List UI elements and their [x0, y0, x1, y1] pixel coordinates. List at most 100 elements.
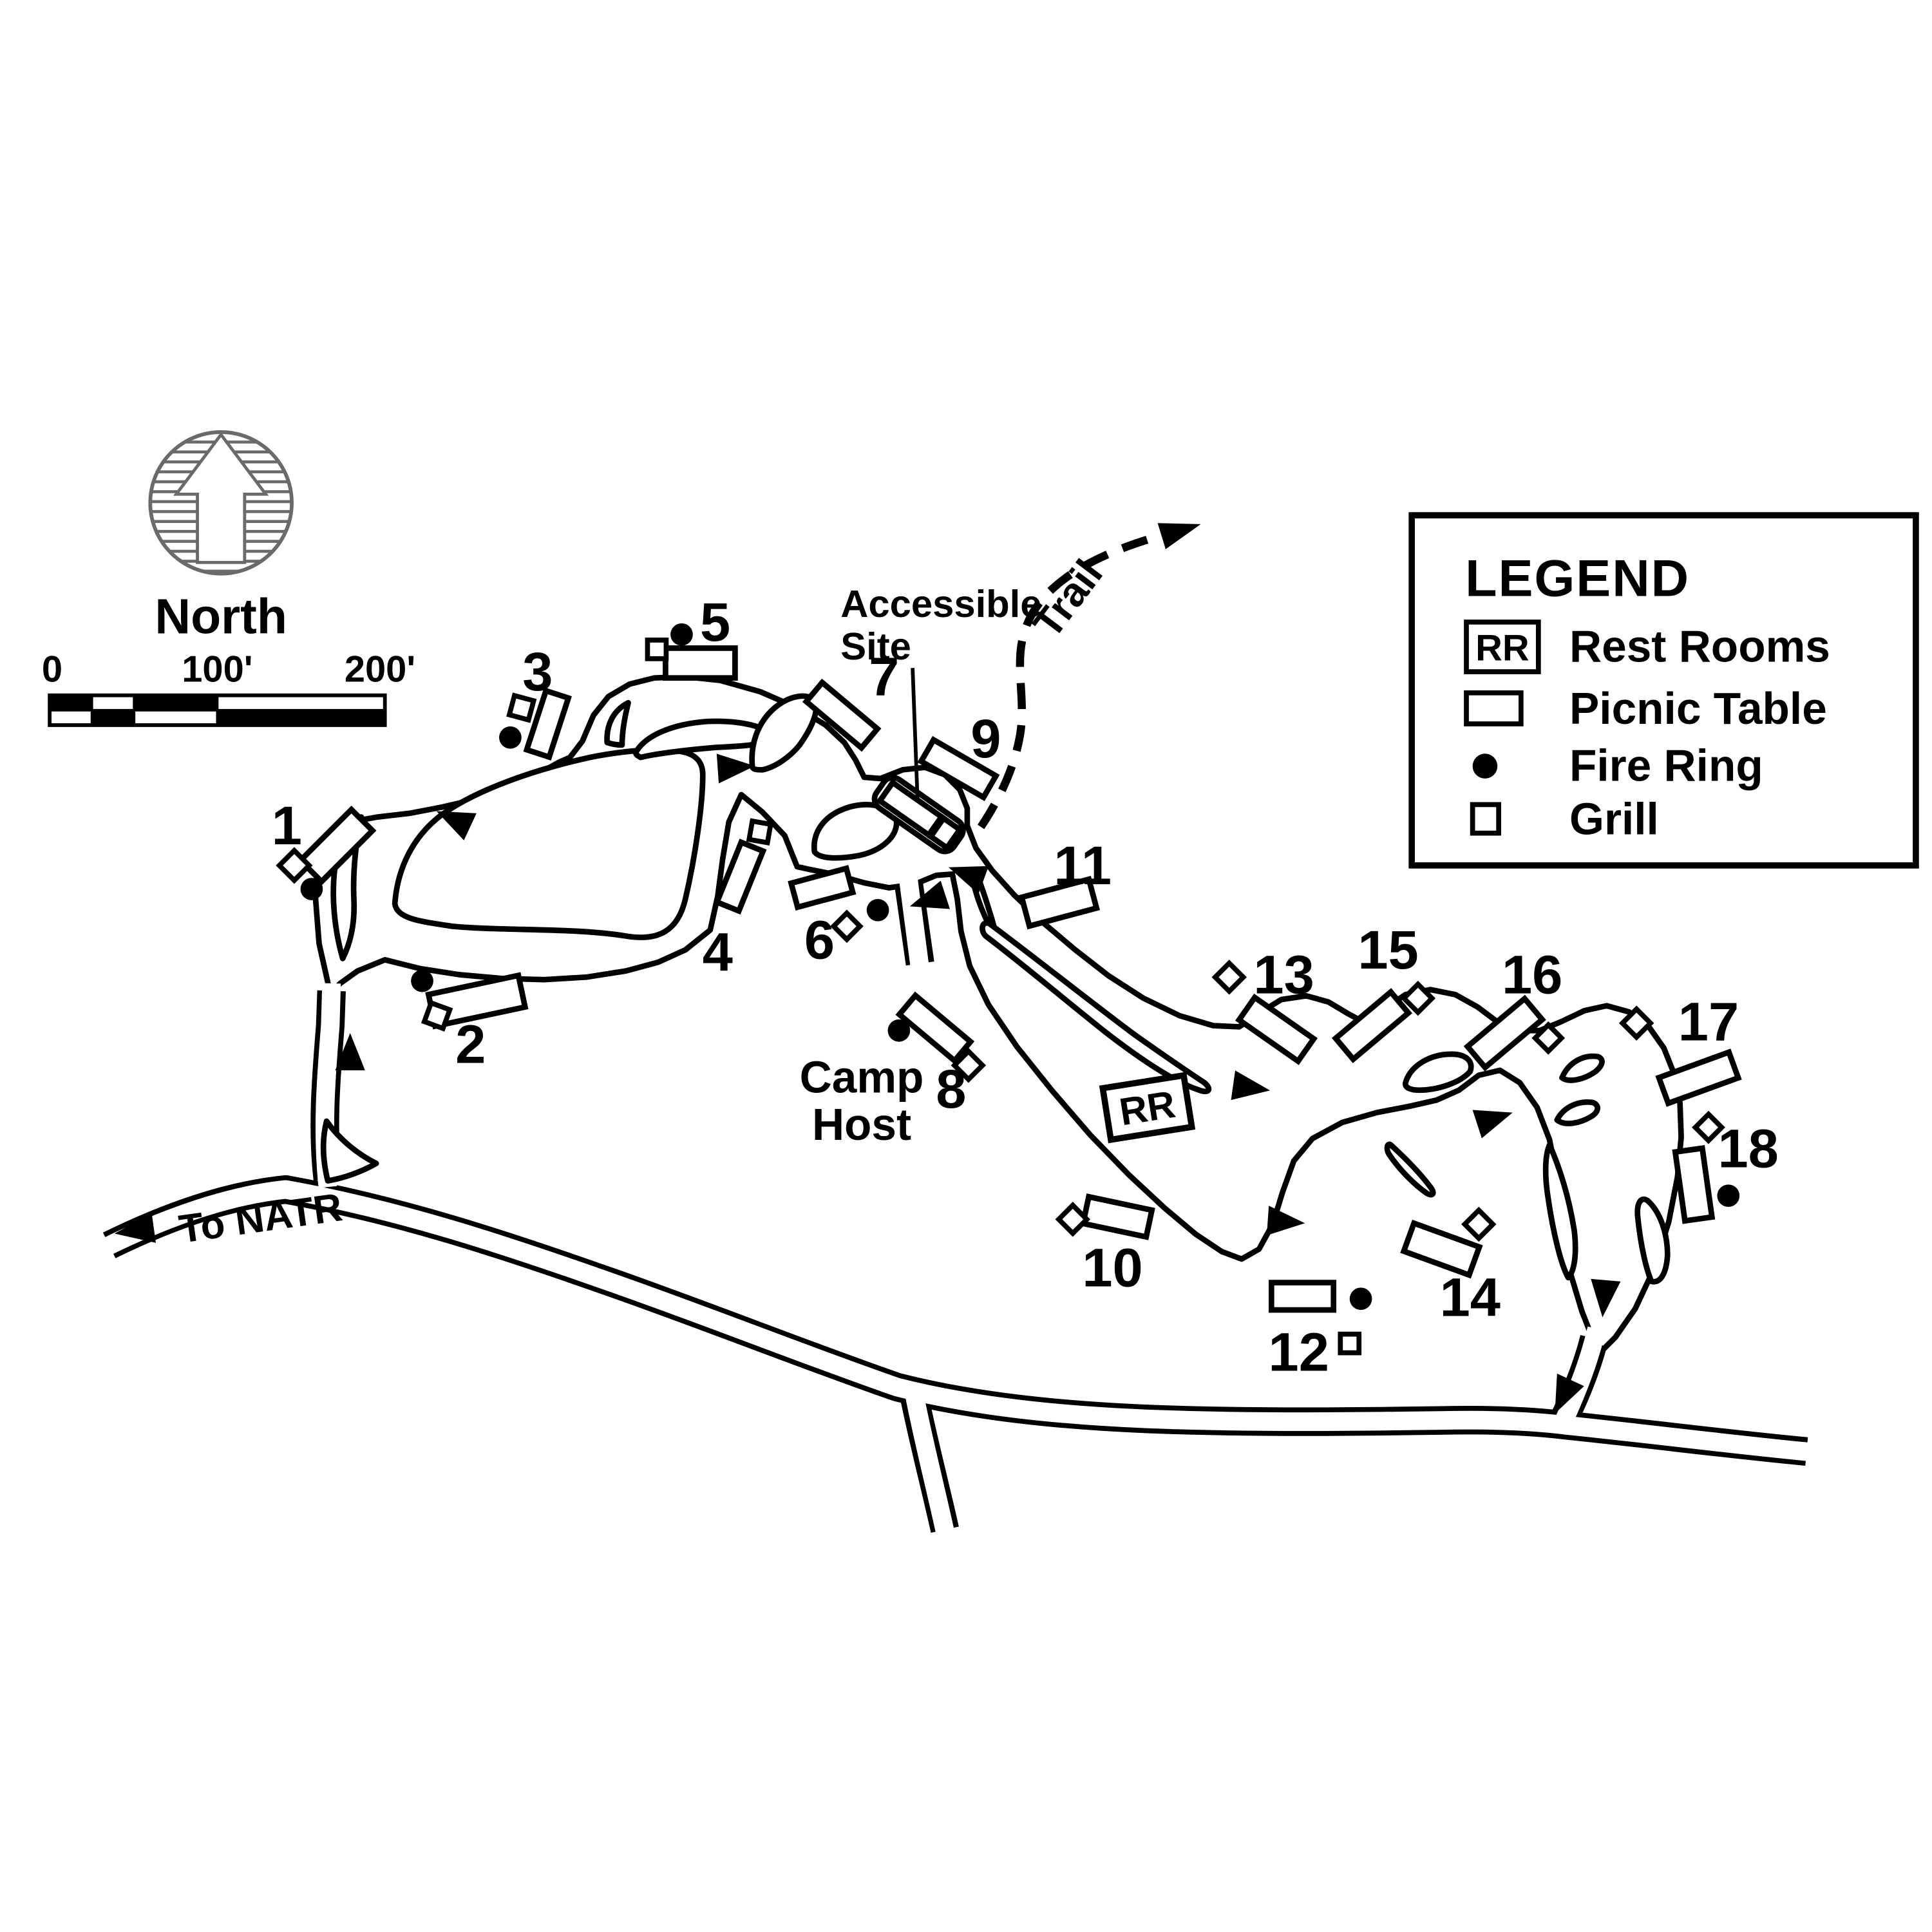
return-road-surface — [1551, 1326, 1606, 1435]
restrooms-map-marker: RR — [1099, 1072, 1196, 1144]
picnic-table-icon — [1655, 1048, 1742, 1107]
north-arrow-icon — [173, 431, 269, 564]
road-islands — [320, 693, 1671, 1285]
legend-item-fire-ring: Fire Ring — [1472, 741, 1763, 791]
north-indicator: North — [148, 430, 294, 644]
site-16: 16 — [1463, 943, 1566, 1072]
direction-arrows — [335, 753, 1621, 1414]
junction-island — [320, 1118, 379, 1184]
grill-icon — [1461, 1206, 1497, 1242]
access-road-surface — [95, 1180, 1819, 1463]
grill-icon — [1618, 1005, 1654, 1041]
site-number: 7 — [869, 646, 899, 707]
picnic-table-icon — [1235, 993, 1318, 1065]
direction-arrow-icon — [909, 880, 950, 909]
site-18: 18 — [1672, 1110, 1779, 1224]
site-7: 7 — [802, 646, 899, 752]
site-9: 9 — [917, 708, 1001, 802]
grill-icon — [421, 999, 453, 1032]
legend-item-picnic-table: Picnic Table — [1464, 683, 1827, 734]
site-number: 12 — [1269, 1321, 1329, 1383]
trail-arrow-icon — [1157, 523, 1201, 549]
site-number: 2 — [455, 1013, 486, 1074]
picnic-table-icon — [1672, 1145, 1716, 1224]
direction-arrow-icon — [716, 753, 755, 784]
grill-icon — [830, 909, 864, 943]
direction-arrow-icon — [1591, 1278, 1621, 1318]
site-14: 14 — [1400, 1206, 1501, 1328]
picnic-table-icon — [917, 735, 1000, 802]
direction-arrow-icon — [1231, 1070, 1271, 1101]
site-17: 17 — [1618, 991, 1742, 1107]
to-natr-arrow-icon — [114, 1213, 156, 1243]
site-number: 9 — [971, 708, 1001, 769]
legend-item-label: Picnic Table — [1569, 683, 1827, 734]
legend-item-grill: Grill — [1470, 794, 1659, 844]
scale-tick-0: 0 — [42, 649, 62, 690]
direction-arrow-icon — [1555, 1373, 1584, 1414]
svg-text:Camp: Camp — [800, 1052, 924, 1103]
picnic-table-symbol — [1464, 690, 1524, 726]
picnic-table-icon — [713, 838, 767, 915]
picnic-table-icon — [802, 678, 882, 752]
fire-ring-icon — [411, 969, 433, 992]
north-label: North — [155, 589, 287, 644]
restrooms-symbol-text: RR — [1475, 628, 1530, 669]
accessible-site-callout: Accessible Site — [840, 582, 1042, 801]
picnic-table-icon — [296, 805, 377, 886]
restrooms-symbol — [1464, 620, 1541, 674]
picnic-table-icon — [1331, 988, 1413, 1063]
site-number: 5 — [700, 591, 730, 652]
grill-icon — [1400, 980, 1436, 1016]
site-number: 16 — [1502, 943, 1562, 1005]
legend-title: LEGEND — [1465, 549, 1690, 607]
picnic-table-icon — [1079, 1193, 1155, 1240]
picnic-table-icon — [523, 687, 573, 761]
site-number: 14 — [1440, 1267, 1501, 1328]
accessible-site-pad — [871, 775, 966, 855]
accessible-site-label: Accessible — [840, 582, 1041, 625]
svg-text:Host: Host — [812, 1099, 911, 1150]
site-10: 10 — [1055, 1193, 1155, 1298]
site-3: 3 — [499, 641, 573, 761]
picnic-table-icon — [1400, 1219, 1483, 1279]
campsites: 1 2 3 4 5 6 — [272, 591, 1779, 1383]
site-number: 4 — [703, 922, 733, 983]
site-number: 13 — [1253, 943, 1314, 1005]
picnic-table-icon — [1268, 1280, 1337, 1313]
grill-icon — [1531, 1021, 1566, 1055]
south-spur-surface — [904, 1390, 957, 1544]
direction-arrow-icon — [1266, 1206, 1305, 1236]
grill-icon — [276, 847, 313, 884]
grill-icon — [1055, 1202, 1091, 1237]
site-11: 11 — [1018, 835, 1112, 930]
grill-icon — [1692, 1110, 1725, 1144]
fire-ring-icon — [499, 726, 522, 749]
direction-arrow-icon — [335, 1033, 365, 1070]
picnic-table-icon — [1463, 994, 1546, 1072]
fire-ring-symbol — [1472, 753, 1498, 779]
grill-icon — [645, 638, 669, 661]
legend-item-label: Fire Ring — [1569, 741, 1763, 791]
picnic-table-icon — [1018, 876, 1101, 930]
site-6: 6 — [788, 865, 889, 970]
site-8-camp-host: 8 — [887, 991, 987, 1119]
fire-ring-icon — [887, 1019, 911, 1042]
restrooms-map-label: RR — [1117, 1083, 1179, 1134]
site-number: 6 — [804, 909, 835, 970]
fire-ring-icon — [670, 623, 693, 646]
site-15: 15 — [1331, 919, 1436, 1063]
accessible-site-leader — [911, 668, 920, 801]
picnic-table-icon — [663, 645, 738, 681]
site-2: 2 — [411, 969, 529, 1074]
grill-icon — [506, 692, 537, 723]
picnic-table-icon — [788, 865, 857, 911]
fire-ring-icon — [1349, 1287, 1372, 1311]
trail-path — [977, 535, 1151, 829]
grill-icon — [1338, 1331, 1362, 1356]
scale-bar-segments — [48, 693, 387, 727]
camp-host-label: Camp Host — [800, 1052, 924, 1150]
trail: Trail — [977, 523, 1201, 829]
site-5: 5 — [645, 591, 738, 681]
